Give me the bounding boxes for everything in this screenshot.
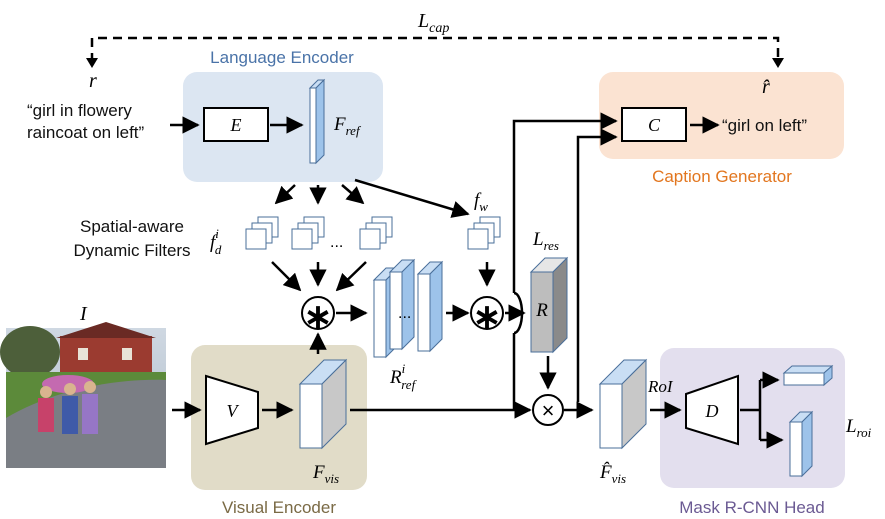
arrow-rref-to-caption xyxy=(512,121,616,410)
caption-loss-label: Lcap xyxy=(417,10,449,36)
caption-loss-arrowhead-right xyxy=(772,58,784,68)
feature-fused xyxy=(598,358,648,450)
multiply-op xyxy=(532,394,564,426)
arrow-filter3-to-conv xyxy=(335,261,367,292)
language-encoder-panel xyxy=(183,72,383,182)
head-branch-connector xyxy=(740,380,762,440)
feature-fvis-label: Fvis xyxy=(312,462,339,486)
feature-fvis xyxy=(298,358,348,450)
loss-res-label: Lres xyxy=(532,229,559,253)
arrow-filter1-to-conv xyxy=(271,261,302,292)
filter-ellipsis: ... xyxy=(330,234,343,251)
roi-label: RoI xyxy=(647,377,674,396)
block-c xyxy=(621,107,687,142)
multiply-op-symbol: × xyxy=(542,398,555,423)
rref-ellipsis: ... xyxy=(398,305,411,322)
block-d-label: D xyxy=(705,401,719,421)
feature-fref xyxy=(308,78,326,165)
block-e-label: E xyxy=(230,115,242,135)
dynamic-filters-line2: Dynamic Filters xyxy=(73,241,190,260)
image-input-label: I xyxy=(79,303,88,325)
language-encoder-title: Language Encoder xyxy=(210,48,354,67)
arrow-fref-to-filter1 xyxy=(274,184,296,205)
filter-stack-1 xyxy=(245,216,279,250)
feature-fref-label: Fref xyxy=(333,114,362,138)
visual-encoder-title: Visual Encoder xyxy=(222,498,336,517)
arrow-fref-to-fw xyxy=(354,178,470,218)
conv-op-1 xyxy=(301,296,335,330)
caption-generator-title: Caption Generator xyxy=(652,167,792,186)
feature-fused-label: F̂vis xyxy=(599,462,626,486)
line-hop xyxy=(513,291,524,335)
response-map-label: R xyxy=(535,300,548,321)
input-ref-line2: raincoat on left” xyxy=(27,123,145,142)
mask-output xyxy=(788,410,814,478)
loss-roi-label: Lroi xyxy=(845,416,872,440)
output-ref-symbol: r̂ xyxy=(762,76,770,98)
arrow-fref-to-filter3 xyxy=(341,184,365,205)
block-d xyxy=(685,374,739,446)
block-e xyxy=(203,107,269,142)
input-photo xyxy=(0,322,166,468)
block-c-label: C xyxy=(648,115,661,135)
output-ref-text: “girl on left” xyxy=(722,116,807,135)
arrow-fused-to-caption xyxy=(576,128,618,402)
block-v xyxy=(205,374,259,446)
caption-loss-arrowhead-left xyxy=(86,58,98,68)
conv-op-2 xyxy=(470,296,504,330)
block-v-label: V xyxy=(227,401,240,421)
filter-stack-3 xyxy=(359,216,393,250)
mask-head-title: Mask R-CNN Head xyxy=(679,498,824,517)
conv-op-2-symbol: ∗ xyxy=(473,298,502,336)
response-map-r xyxy=(529,256,569,354)
filter-stack-2 xyxy=(291,216,325,250)
box-output xyxy=(782,364,834,387)
filter-fw-label: fw xyxy=(474,190,488,214)
filter-stack-fw xyxy=(467,216,501,250)
conv-op-1-symbol: ∗ xyxy=(304,298,333,336)
feature-rref-stack xyxy=(372,258,444,359)
caption-loss-connector xyxy=(90,36,780,62)
input-ref-line1: “girl in flowery xyxy=(27,101,132,120)
dynamic-filters-line1: Spatial-aware xyxy=(80,217,184,236)
input-ref-symbol: r xyxy=(89,70,97,92)
